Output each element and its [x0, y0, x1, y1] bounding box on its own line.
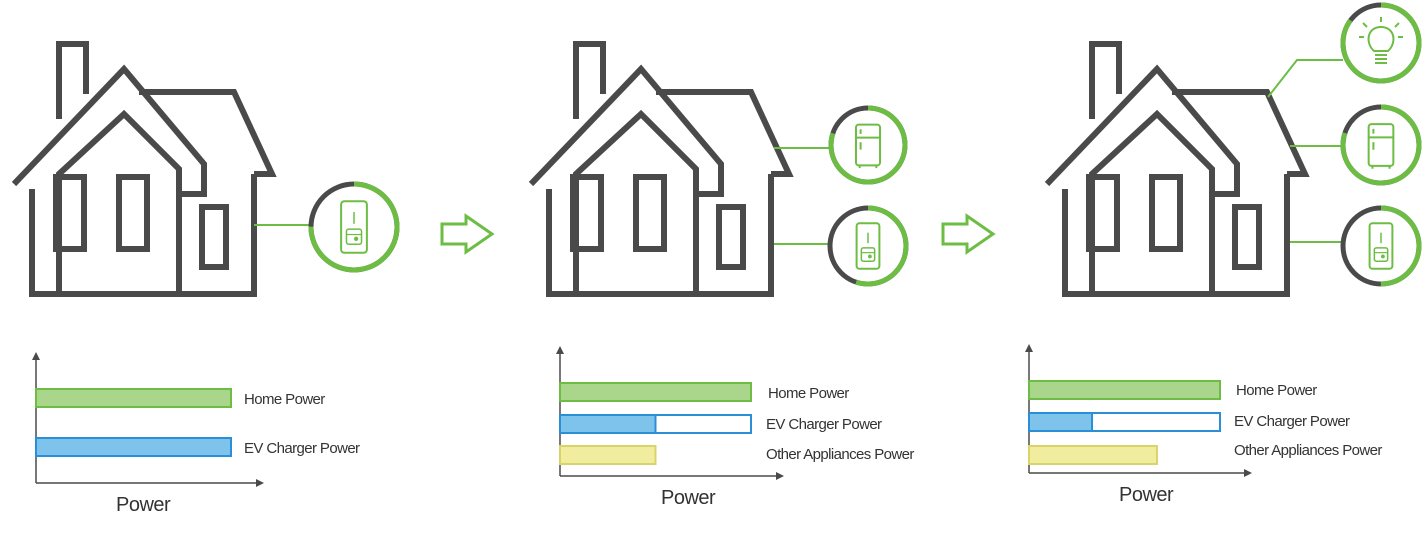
power-chart-1 — [32, 352, 264, 487]
house-icon — [528, 41, 794, 297]
side-wall — [696, 174, 774, 297]
side-window — [1232, 204, 1262, 270]
side-window — [199, 204, 229, 270]
appliance-badge-refrigerator — [1290, 104, 1422, 186]
badge-ring-green — [308, 181, 400, 273]
bar-home-power — [559, 382, 752, 402]
bar-home-power — [1028, 380, 1221, 400]
window — [1149, 174, 1183, 252]
ev-charger-icon — [340, 200, 368, 254]
bar-other-power — [559, 445, 657, 465]
axis-label-power-3: Power — [1119, 484, 1174, 506]
badge-ring-green — [1340, 104, 1422, 186]
window — [116, 174, 150, 252]
legend-ev-charger-power-2: EV Charger Power — [766, 416, 882, 433]
badge-ring-green — [1340, 205, 1422, 287]
appliance-badge-ev-charger — [1290, 205, 1422, 287]
window — [53, 174, 87, 252]
legend-other-appliances-power-3: Other Appliances Power — [1234, 442, 1382, 459]
chimney — [573, 41, 606, 119]
roof-side — [139, 89, 277, 177]
refrigerator-icon — [1367, 123, 1395, 169]
power-chart-2 — [556, 346, 784, 480]
bar-other-power — [1028, 445, 1158, 465]
side-wall — [1212, 174, 1290, 297]
roof-side — [1172, 89, 1310, 177]
badge-ring-green — [828, 105, 908, 185]
bar-ev-power — [35, 437, 232, 457]
y-axis-arrowhead — [32, 352, 40, 360]
appliance-badge-light-bulb — [1267, 2, 1422, 98]
legend-other-appliances-power-2: Other Appliances Power — [766, 446, 914, 463]
house-icon — [1044, 41, 1310, 297]
side-window — [716, 204, 746, 270]
chimney — [56, 41, 89, 119]
refrigerator-icon — [854, 123, 882, 169]
right-arrow-icon — [440, 213, 495, 255]
bar-ev-power — [1028, 412, 1094, 432]
legend-home-power-1: Home Power — [244, 391, 325, 408]
axis-label-power-1: Power — [116, 494, 171, 516]
legend-ev-charger-power-1: EV Charger Power — [244, 440, 360, 457]
axis-label-power-2: Power — [661, 487, 716, 509]
x-axis-arrowhead — [776, 472, 784, 480]
window — [633, 174, 667, 252]
ev-charger-icon — [1368, 222, 1394, 270]
window — [1086, 174, 1120, 252]
bar-home-power — [35, 388, 232, 408]
badge-ring-green — [827, 205, 909, 287]
y-axis-arrowhead — [556, 346, 564, 354]
right-arrow-icon — [941, 213, 996, 255]
x-axis-arrowhead — [256, 479, 264, 487]
connector-line — [1267, 59, 1343, 98]
legend-ev-charger-power-3: EV Charger Power — [1234, 413, 1350, 430]
roof-front — [11, 64, 207, 297]
x-axis-arrowhead — [1244, 469, 1252, 477]
bar-ev-power — [559, 414, 657, 434]
roof-side — [656, 89, 794, 177]
roof-front — [1044, 64, 1240, 297]
chimney — [1089, 41, 1122, 119]
ev-charger-icon — [855, 222, 881, 270]
legend-home-power-2: Home Power — [768, 385, 849, 402]
side-wall — [179, 174, 257, 297]
house-icon — [11, 41, 277, 297]
badge-ring-green — [1340, 2, 1422, 84]
y-axis-arrowhead — [1025, 344, 1033, 352]
roof-front — [528, 64, 724, 297]
legend-home-power-3: Home Power — [1236, 382, 1317, 399]
window — [570, 174, 604, 252]
appliance-badge-ev-charger — [254, 181, 400, 273]
power-chart-3 — [1025, 344, 1252, 477]
appliance-badge-ev-charger — [774, 205, 909, 287]
appliance-badge-refrigerator — [774, 105, 908, 185]
light-bulb-icon — [1359, 17, 1403, 64]
